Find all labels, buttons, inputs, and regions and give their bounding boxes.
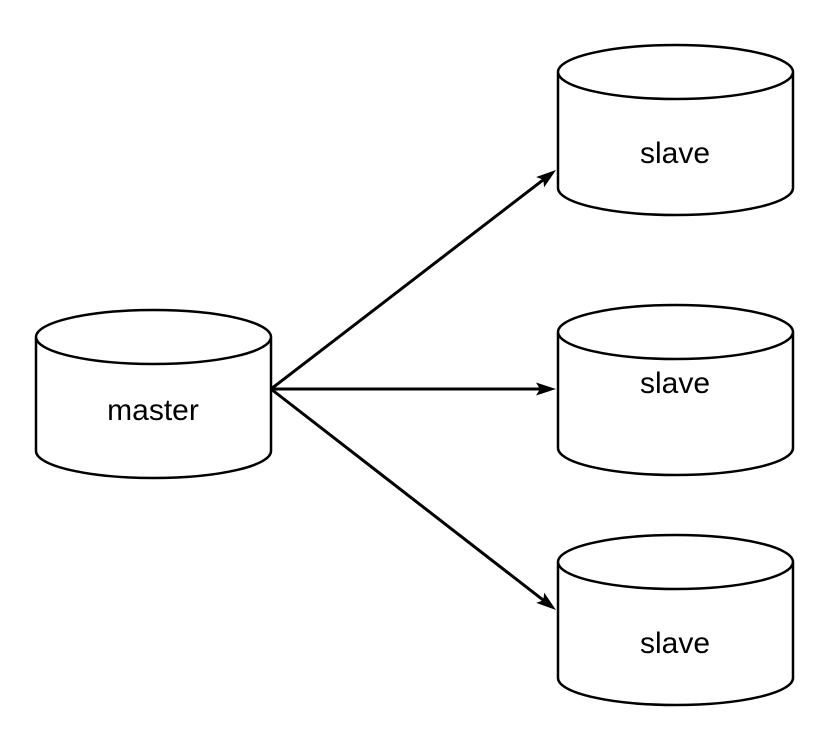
node-slave-1[interactable]: slave: [556, 43, 795, 217]
node-group: master slave slave slave: [34, 43, 795, 707]
database-cylinder-icon: [556, 43, 795, 217]
node-label-slave-3: slave: [640, 627, 710, 660]
node-master[interactable]: master: [34, 308, 273, 480]
node-slave-3[interactable]: slave: [556, 533, 795, 707]
edge-line-master-slave-1: [270, 177, 546, 391]
database-cylinder-icon: [34, 308, 273, 480]
database-cylinder-icon: [556, 533, 795, 707]
database-cylinder-icon: [556, 303, 795, 477]
arrowhead-icon: [536, 382, 556, 396]
arrowhead-icon: [536, 170, 556, 188]
edge-master-to-slave-3[interactable]: [270, 387, 556, 610]
edge-master-to-slave-2[interactable]: [271, 382, 556, 396]
node-label-slave-2: slave: [640, 367, 710, 400]
edge-master-to-slave-1[interactable]: [270, 170, 556, 391]
node-slave-2[interactable]: slave: [556, 303, 795, 477]
node-label-slave-1: slave: [640, 137, 710, 170]
edge-group: [270, 170, 556, 610]
edge-line-master-slave-3: [270, 387, 546, 603]
arrowhead-icon: [536, 592, 556, 610]
node-label-master: master: [107, 394, 199, 427]
